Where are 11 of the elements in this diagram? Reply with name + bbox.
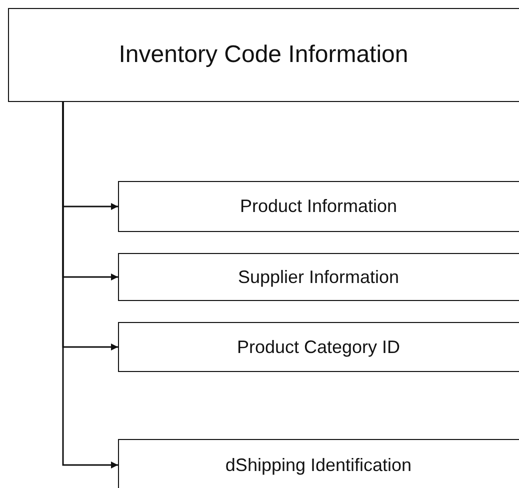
arrow	[62, 102, 118, 468]
node-label: Product Information	[240, 196, 398, 217]
process-box	[118, 439, 519, 488]
header-box	[8, 8, 519, 102]
node-label: Supplier Information	[238, 266, 400, 288]
node-label: dShipping Identification	[225, 454, 412, 476]
node-label: Product Category ID	[236, 336, 400, 358]
process-box	[118, 181, 519, 232]
node-label: Inventory Code Information	[118, 41, 408, 69]
process-box	[118, 322, 519, 372]
process-box	[118, 253, 519, 301]
